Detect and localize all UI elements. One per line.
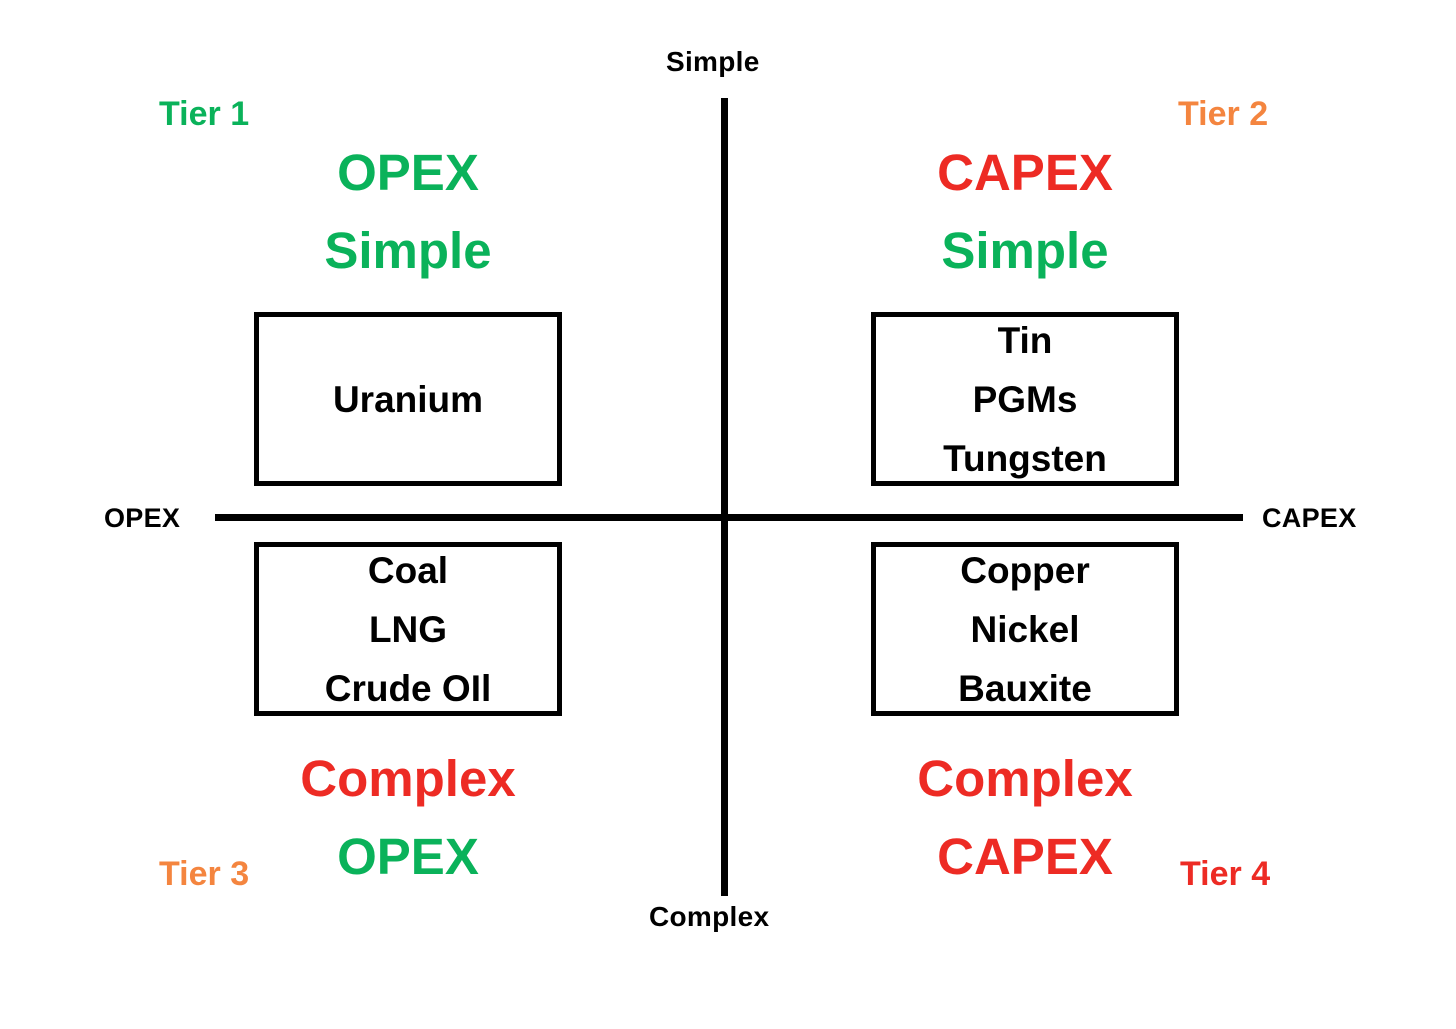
quadrant-heading-bottom-left: Complex OPEX: [254, 740, 562, 896]
commodity-item: Uranium: [332, 378, 484, 420]
tier-tag-4: Tier 4: [1180, 855, 1271, 893]
commodity-item: Coal: [367, 549, 449, 591]
quadrant-heading-top-right: CAPEX Simple: [871, 134, 1179, 290]
quadrant-heading-line-2: Simple: [324, 222, 492, 279]
commodity-item: Crude OIl: [324, 667, 492, 709]
axis-label-bottom: Complex: [649, 901, 770, 932]
quadrant-heading-line-1: Complex: [917, 750, 1133, 807]
tier-tag-3: Tier 3: [159, 855, 250, 893]
commodity-item: Bauxite: [958, 667, 1092, 709]
commodity-item: Copper: [960, 549, 1090, 591]
quadrant-heading-bottom-right: Complex CAPEX: [871, 740, 1179, 896]
quadrant-heading-line-2: Simple: [941, 222, 1109, 279]
commodity-item: Nickel: [970, 608, 1080, 650]
quadrant-heading-line-1: OPEX: [337, 144, 479, 201]
commodity-item: PGMs: [972, 378, 1078, 420]
vertical-axis-line: [721, 98, 728, 896]
quadrant-heading-line-1: Complex: [300, 750, 516, 807]
tier-tag-2: Tier 2: [1178, 95, 1269, 133]
axis-label-left: OPEX: [104, 503, 181, 533]
axis-label-top: Simple: [666, 46, 760, 77]
quadrant-heading-line-1: CAPEX: [937, 144, 1113, 201]
axis-label-right: CAPEX: [1262, 503, 1357, 533]
commodity-item: Tin: [997, 319, 1053, 361]
commodity-box-top-left: Uranium: [254, 312, 562, 486]
commodity-item: LNG: [368, 608, 448, 650]
quadrant-heading-line-2: CAPEX: [937, 828, 1113, 885]
commodity-item: Tungsten: [943, 437, 1107, 479]
quadrant-heading-top-left: OPEX Simple: [254, 134, 562, 290]
horizontal-axis-line: [215, 514, 1243, 521]
tier-tag-1: Tier 1: [159, 95, 250, 133]
quadrant-heading-line-2: OPEX: [337, 828, 479, 885]
